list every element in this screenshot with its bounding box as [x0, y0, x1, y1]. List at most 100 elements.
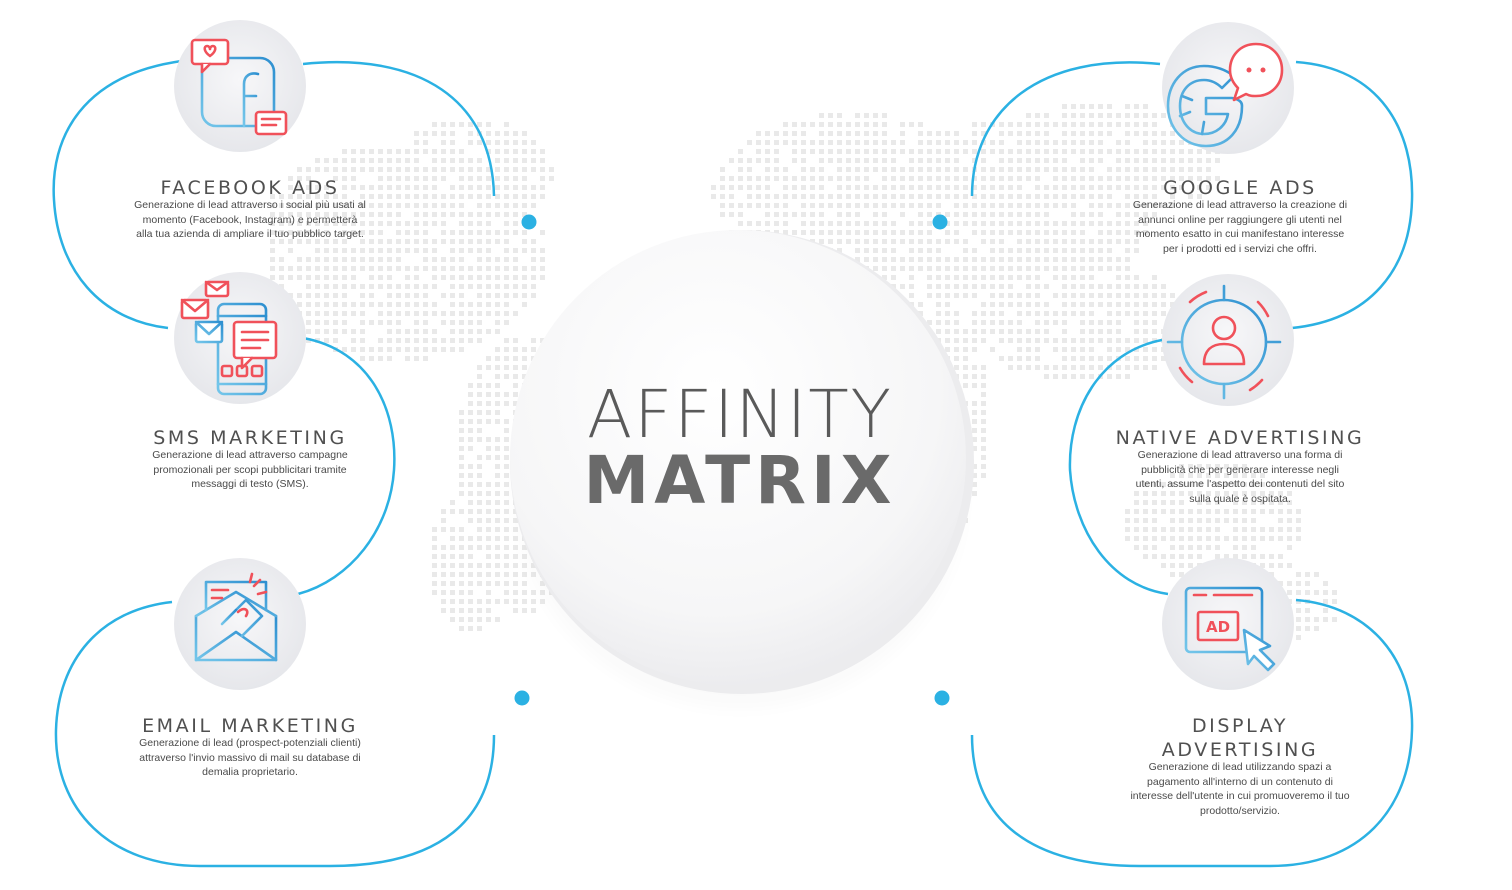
map-dot — [333, 338, 338, 343]
map-dot — [468, 482, 473, 487]
map-dot — [1134, 275, 1139, 280]
map-dot — [990, 167, 995, 172]
map-dot — [1251, 536, 1256, 541]
map-dot — [1098, 239, 1103, 244]
map-dot — [1098, 140, 1103, 145]
map-dot — [1008, 131, 1013, 136]
map-dot — [1089, 338, 1094, 343]
map-dot — [351, 158, 356, 163]
map-dot — [1152, 149, 1157, 154]
map-dot — [504, 185, 509, 190]
map-dot — [1125, 284, 1130, 289]
map-dot — [909, 239, 914, 244]
map-dot — [963, 347, 968, 352]
map-dot — [1017, 275, 1022, 280]
map-dot — [1179, 176, 1184, 181]
map-dot — [441, 149, 446, 154]
map-dot — [504, 428, 509, 433]
map-dot — [396, 167, 401, 172]
map-dot — [756, 221, 761, 226]
map-dot — [495, 347, 500, 352]
map-dot — [450, 194, 455, 199]
map-dot — [765, 176, 770, 181]
map-dot — [882, 140, 887, 145]
map-dot — [495, 176, 500, 181]
map-dot — [459, 626, 464, 631]
map-dot — [477, 464, 482, 469]
map-dot — [1152, 500, 1157, 505]
map-dot — [387, 194, 392, 199]
map-dot — [1080, 113, 1085, 118]
map-dot — [504, 374, 509, 379]
map-dot — [999, 221, 1004, 226]
map-dot — [963, 356, 968, 361]
map-dot — [972, 131, 977, 136]
map-dot — [1161, 527, 1166, 532]
map-dot — [945, 311, 950, 316]
map-dot — [891, 266, 896, 271]
map-dot — [999, 302, 1004, 307]
map-dot — [1125, 176, 1130, 181]
map-dot — [981, 473, 986, 478]
map-dot — [819, 194, 824, 199]
map-dot — [396, 329, 401, 334]
map-dot — [1071, 104, 1076, 109]
map-dot — [531, 338, 536, 343]
map-dot — [990, 248, 995, 253]
map-dot — [1098, 266, 1103, 271]
map-dot — [378, 149, 383, 154]
map-dot — [468, 221, 473, 226]
map-dot — [999, 266, 1004, 271]
map-dot — [477, 185, 482, 190]
map-dot — [1278, 500, 1283, 505]
map-dot — [936, 194, 941, 199]
map-dot — [522, 347, 527, 352]
map-dot — [342, 203, 347, 208]
map-dot — [504, 212, 509, 217]
map-dot — [963, 140, 968, 145]
map-dot — [504, 599, 509, 604]
map-dot — [477, 626, 482, 631]
map-dot — [1152, 275, 1157, 280]
map-dot — [1134, 131, 1139, 136]
map-dot — [495, 500, 500, 505]
map-dot — [279, 194, 284, 199]
map-dot — [1116, 113, 1121, 118]
map-dot — [495, 518, 500, 523]
map-dot — [414, 131, 419, 136]
map-dot — [414, 338, 419, 343]
map-dot — [1125, 230, 1130, 235]
map-dot — [1143, 149, 1148, 154]
map-dot — [315, 194, 320, 199]
map-dot — [450, 347, 455, 352]
map-dot — [351, 176, 356, 181]
map-dot — [1242, 500, 1247, 505]
map-dot — [936, 275, 941, 280]
map-dot — [1152, 311, 1157, 316]
map-dot — [891, 176, 896, 181]
map-dot — [855, 212, 860, 217]
map-dot — [351, 185, 356, 190]
map-dot — [954, 320, 959, 325]
map-dot — [1188, 149, 1193, 154]
map-dot — [765, 149, 770, 154]
map-dot — [1143, 500, 1148, 505]
map-dot — [972, 437, 977, 442]
map-dot — [1026, 221, 1031, 226]
map-dot — [369, 320, 374, 325]
map-dot — [918, 131, 923, 136]
node-desc-email: Generazione di lead (prospect-potenziali… — [139, 737, 361, 778]
map-dot — [432, 536, 437, 541]
map-dot — [477, 482, 482, 487]
map-dot — [441, 590, 446, 595]
node-desc-google: Generazione di lead attraverso la creazi… — [1132, 199, 1348, 255]
map-dot — [1053, 275, 1058, 280]
map-dot — [954, 131, 959, 136]
map-dot — [954, 239, 959, 244]
map-dot — [1062, 275, 1067, 280]
map-dot — [1062, 230, 1067, 235]
map-dot — [1116, 275, 1121, 280]
map-dot — [360, 329, 365, 334]
map-dot — [1107, 122, 1112, 127]
